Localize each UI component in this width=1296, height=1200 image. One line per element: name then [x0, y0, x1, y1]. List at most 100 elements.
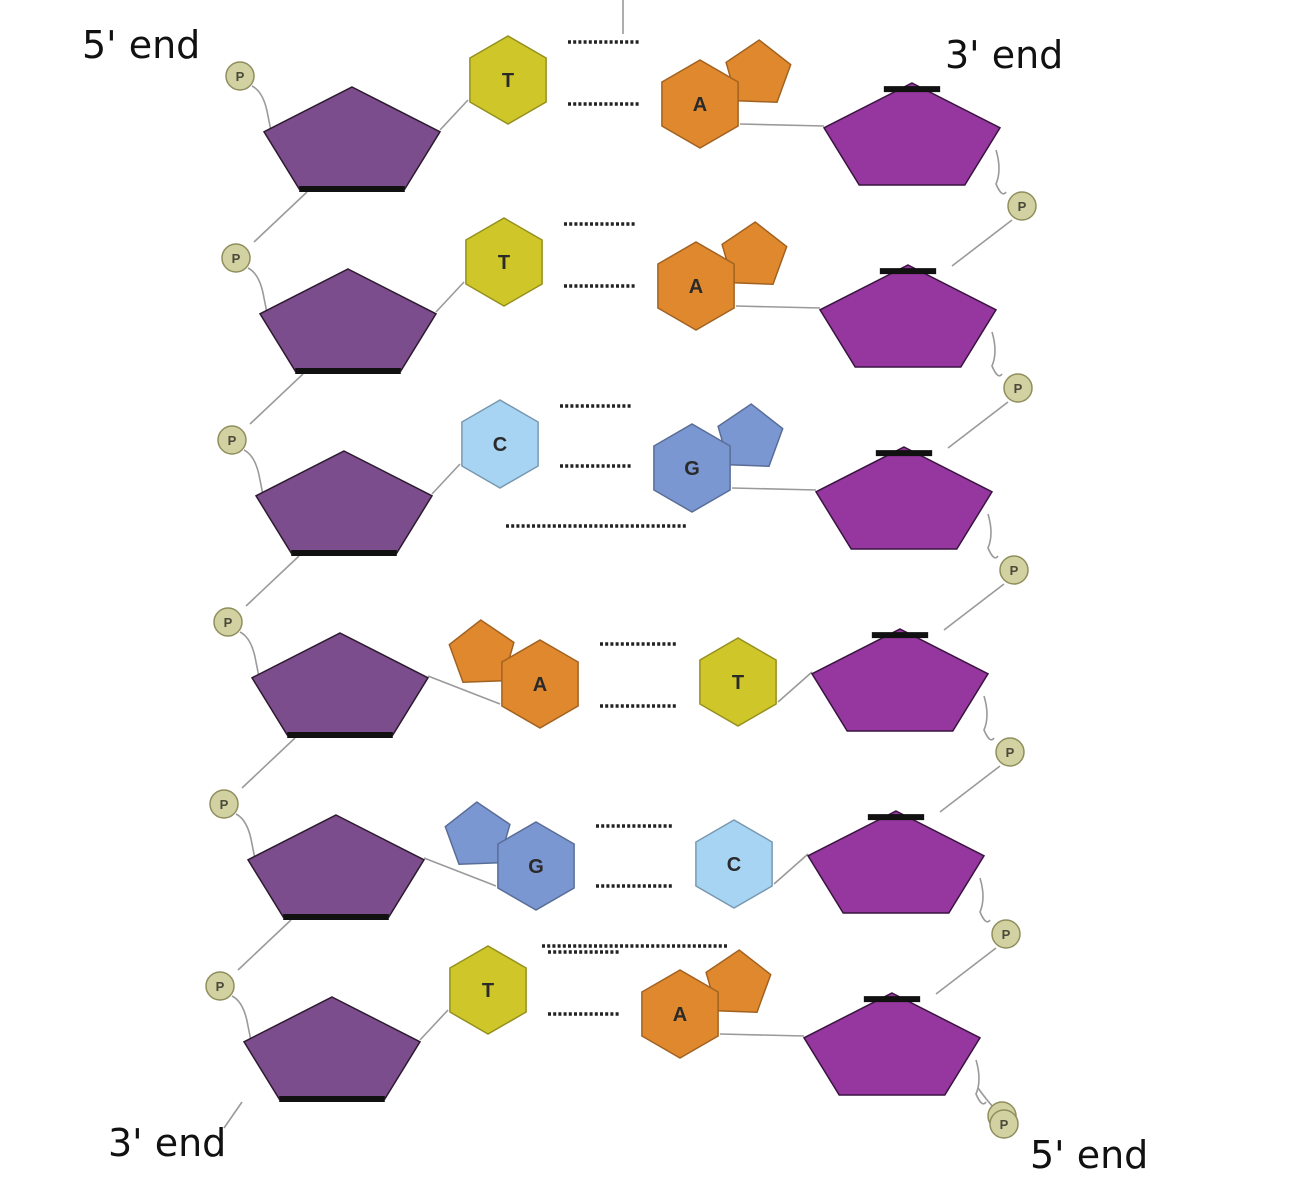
left-base-6-label: T	[482, 980, 494, 1002]
right-sugar-1	[822, 82, 1002, 186]
right-glycosidic-link-1	[739, 123, 825, 127]
left-phosphate-4: P	[213, 607, 243, 637]
left-phosphate-1-circle	[225, 61, 255, 91]
right-base-6-ring6	[641, 969, 719, 1059]
right-tail-phosphate-circle	[989, 1109, 1019, 1139]
left-base-4-label: A	[533, 674, 547, 696]
right-ester-link-3	[987, 513, 999, 559]
right-base-1: A	[661, 39, 792, 149]
left-phosphate-3-circle	[217, 425, 247, 455]
left-phosphate-4-circle	[213, 607, 243, 637]
left-base-1-ring6	[469, 35, 547, 125]
right-phosphate-4-circle	[995, 737, 1025, 767]
right-sugar-4	[810, 628, 990, 732]
right-base-1-label: A	[693, 94, 707, 116]
bottom-left-end-label: 3' end	[108, 1121, 226, 1165]
right-glycosidic-link-3	[731, 487, 817, 491]
right-base-2-ring6	[657, 241, 735, 331]
left-ester-link-2	[247, 267, 269, 319]
left-base-5: G	[444, 801, 575, 911]
left-base-3-ring6	[461, 399, 539, 489]
left-phosphate-4-label: P	[224, 615, 233, 630]
right-base-5-ring6	[695, 819, 773, 909]
top-right-end-label: 3' end	[945, 33, 1063, 77]
left-sugar-1	[262, 86, 442, 192]
left-base-5-ring6	[497, 821, 575, 911]
left-glycosidic-link-1	[439, 99, 469, 131]
left-phosphate-1: P	[225, 61, 255, 91]
nucleotides: PPTAPPTAPPCGPPATPPGCPPTAP	[205, 35, 1037, 1139]
left-phosphate-6-circle	[205, 971, 235, 1001]
right-base-5: C	[695, 819, 773, 909]
left-backbone-link-2	[249, 373, 304, 425]
left-backbone-link-5	[237, 919, 292, 971]
right-base-2-label: A	[689, 276, 703, 298]
right-phosphate-3-circle	[999, 555, 1029, 585]
left-backbone-link-1	[253, 191, 308, 243]
right-phosphate-4-label: P	[1006, 745, 1015, 760]
right-ester-link-2	[991, 331, 1003, 377]
left-glycosidic-link-3	[431, 463, 461, 495]
left-glycosidic-link-6	[419, 1009, 449, 1041]
left-phosphate-2-label: P	[232, 251, 241, 266]
right-phosphate-1-label: P	[1018, 199, 1027, 214]
left-base-4-ring6	[501, 639, 579, 729]
right-sugar-4-shape	[810, 628, 990, 732]
left-sugar-2-shape	[258, 268, 438, 372]
right-base-6-label: A	[673, 1004, 687, 1026]
left-phosphate-2-circle	[221, 243, 251, 273]
right-sugar-6	[802, 992, 982, 1096]
right-phosphate-5-label: P	[1002, 927, 1011, 942]
right-phosphate-2: P	[1003, 373, 1033, 403]
left-base-3-label: C	[493, 434, 507, 456]
right-tail-phosphate: P	[989, 1109, 1019, 1139]
right-sugar-6-shape	[802, 992, 982, 1096]
top-left-end-label: 5' end	[82, 23, 200, 67]
right-glycosidic-link-6	[719, 1033, 805, 1037]
right-phosphate-5-circle	[991, 919, 1021, 949]
left-sugar-3	[254, 450, 434, 556]
right-base-5-label: C	[727, 854, 741, 876]
left-phosphate-5-label: P	[220, 797, 229, 812]
left-backbone-link-3	[245, 555, 300, 607]
right-glycosidic-link-5	[773, 853, 809, 885]
right-ester-link-4	[983, 695, 995, 741]
left-sugar-6	[242, 996, 422, 1102]
left-phosphate-5-circle	[209, 789, 239, 819]
left-glycosidic-link-2	[435, 281, 465, 313]
right-phosphate-1: P	[1007, 191, 1037, 221]
right-base-1-ring6	[661, 59, 739, 149]
left-base-2-ring6	[465, 217, 543, 307]
left-base-3: C	[461, 399, 539, 489]
left-sugar-5	[246, 814, 426, 920]
left-base-1: T	[469, 35, 547, 125]
right-base-3-ring6	[653, 423, 731, 513]
right-sugar-5-shape	[806, 810, 986, 914]
left-sugar-4	[250, 632, 430, 738]
right-base-6: A	[641, 949, 772, 1059]
left-ester-link-3	[243, 449, 265, 501]
right-ester-link-5	[979, 877, 991, 923]
right-glycosidic-link-2	[735, 305, 821, 309]
left-base-6: T	[449, 945, 527, 1035]
left-base-2: T	[465, 217, 543, 307]
backbone-links	[223, 0, 1013, 1129]
right-phosphate-3: P	[999, 555, 1029, 585]
left-ester-link-5	[235, 813, 257, 865]
left-phosphate-5: P	[209, 789, 239, 819]
right-base-2: A	[657, 221, 788, 331]
right-sugar-2-shape	[818, 264, 998, 368]
right-sugar-5	[806, 810, 986, 914]
right-backbone-link-5	[935, 947, 997, 995]
left-sugar-1-shape	[262, 86, 442, 190]
left-base-5-label: G	[528, 856, 544, 878]
left-sugar-3-shape	[254, 450, 434, 554]
right-sugar-3	[814, 446, 994, 550]
bottom-right-end-label: 5' end	[1030, 1133, 1148, 1177]
left-sugar-2	[258, 268, 438, 374]
right-tail-phosphate-label: P	[1000, 1117, 1009, 1132]
right-glycosidic-link-4	[777, 671, 813, 703]
right-phosphate-3-label: P	[1010, 563, 1019, 578]
left-phosphate-3-label: P	[228, 433, 237, 448]
hydrogen-bonds	[506, 40, 728, 1016]
